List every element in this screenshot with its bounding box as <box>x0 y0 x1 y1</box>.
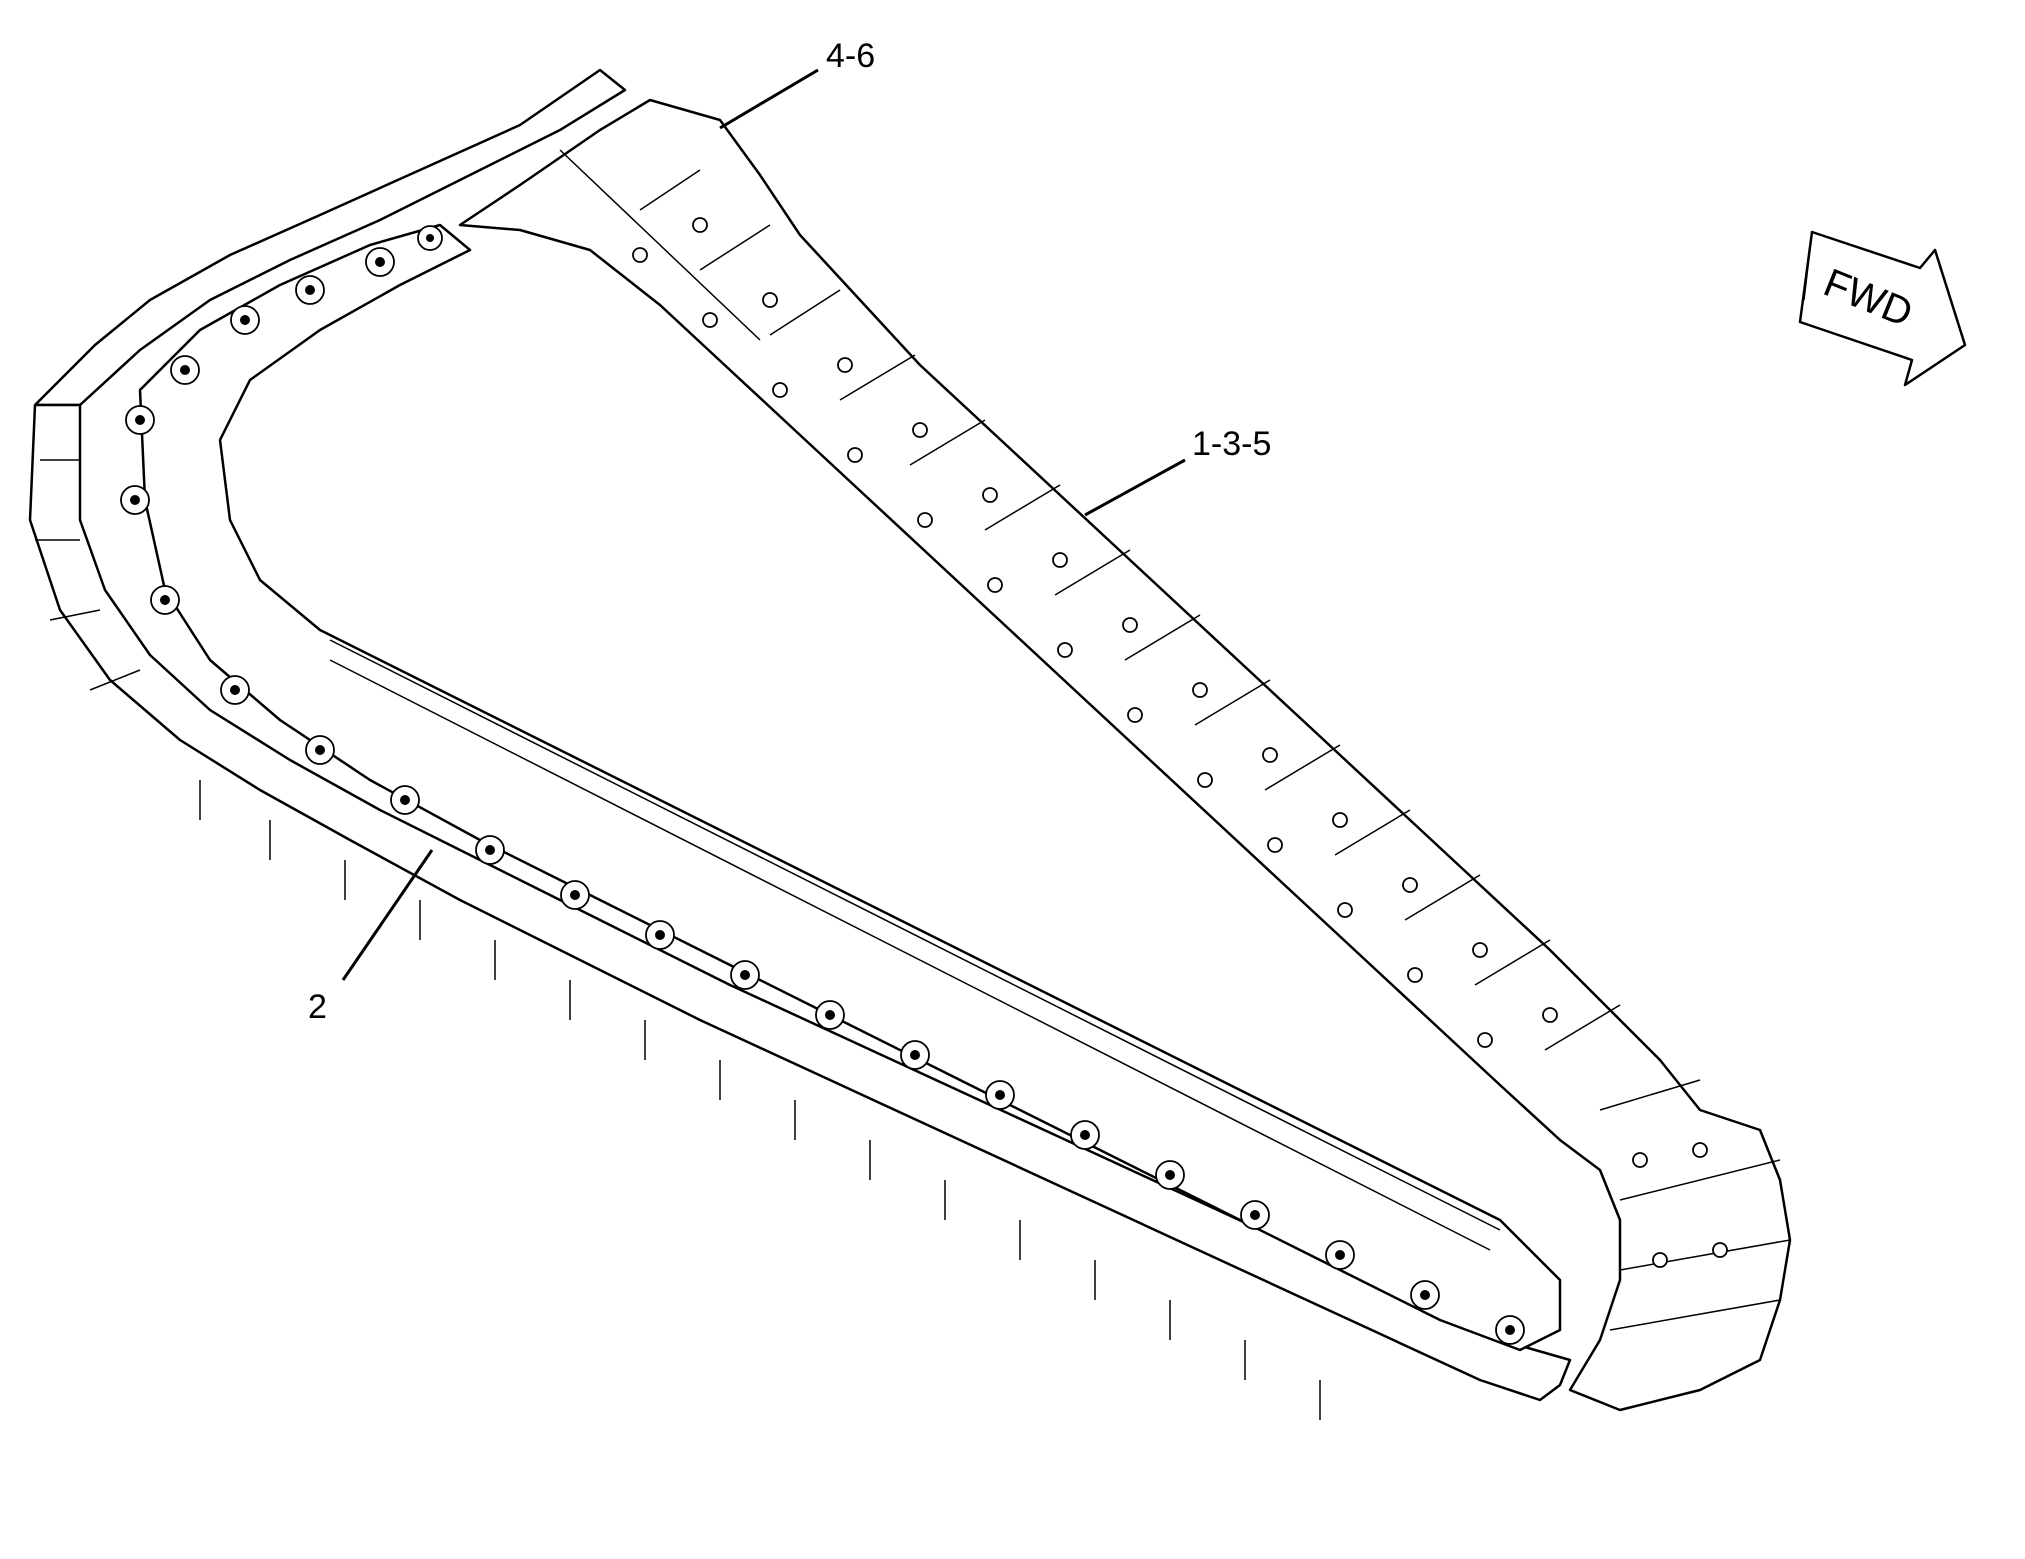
leader-line <box>1084 458 1186 517</box>
leader-line <box>719 68 819 130</box>
track-shoe-grousers <box>559 149 1791 1331</box>
callout-1-3-5: 1-3-5 <box>1084 425 1271 517</box>
callout-label: 2 <box>308 988 327 1026</box>
shoe-bolt-heads <box>632 217 1728 1268</box>
bottom-shoe-grousers <box>35 459 1321 1420</box>
callout-label: 4-6 <box>826 37 875 75</box>
callout-label: 1-3-5 <box>1192 425 1271 463</box>
leader-line <box>341 849 434 981</box>
track-link-pins <box>120 225 1525 1345</box>
track-chain-icon <box>28 68 1792 1420</box>
callout-2: 2 <box>308 849 434 1026</box>
callout-4-6: 4-6 <box>719 37 875 130</box>
forward-arrow-icon: FWD <box>1798 230 1967 387</box>
